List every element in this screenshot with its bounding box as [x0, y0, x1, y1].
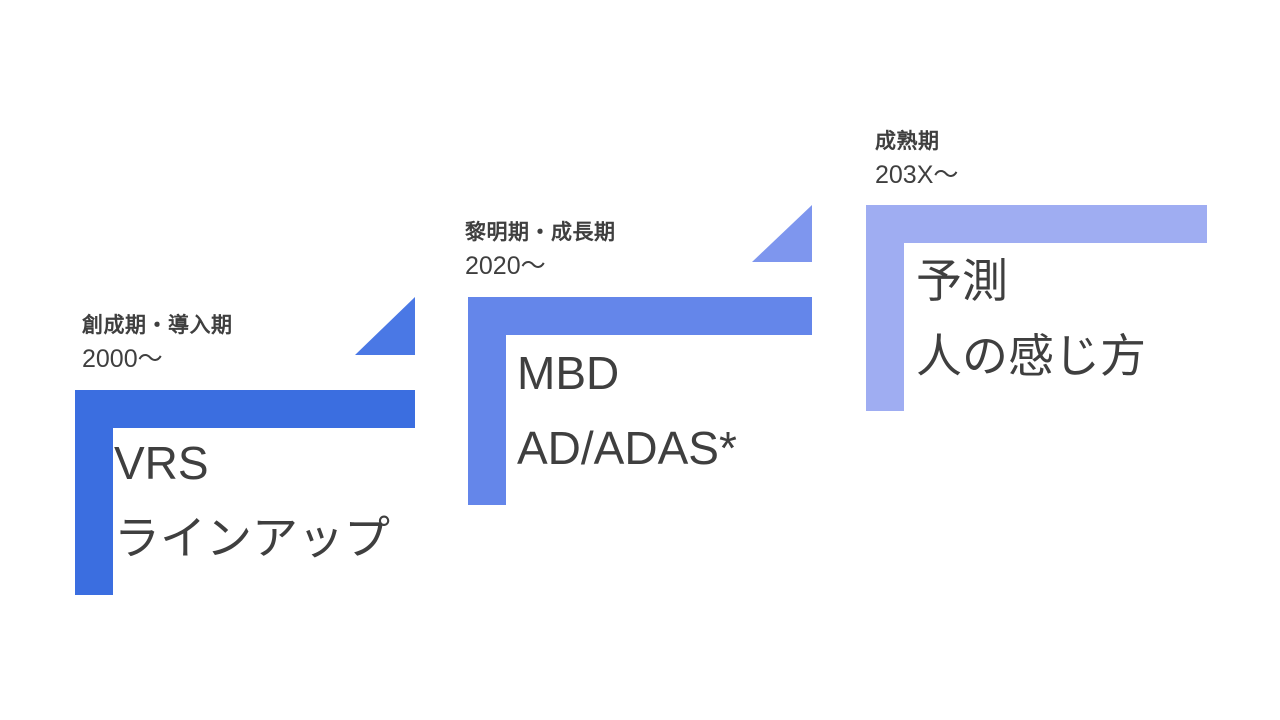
step-1-period-label: 2000〜 [82, 345, 163, 373]
step-2-label: 黎明期・成長期 2020〜 [465, 216, 616, 282]
step-2-content-line-1: MBD [517, 347, 620, 399]
step-1-content-line-1: VRS [114, 437, 209, 489]
step-3-content-line-1: 予測 [916, 255, 1008, 307]
step-2-bracket-shape [468, 297, 812, 505]
step-3-phase-label: 成熟期 [875, 130, 940, 153]
step-2-phase-label: 黎明期・成長期 [465, 221, 616, 244]
step-3-label: 成熟期 203X〜 [875, 125, 958, 191]
step-1-content: VRS ラインアップ [114, 426, 390, 576]
step-1-phase-label: 創成期・導入期 [82, 314, 233, 337]
step-3-bracket-shape [866, 205, 1207, 411]
up-right-arrow-icon [752, 205, 812, 262]
up-right-arrow-icon [355, 297, 415, 355]
step-1-bracket-shape [75, 390, 415, 595]
step-2-content-line-2: AD/ADAS* [517, 422, 737, 474]
step-2-content: MBD AD/ADAS* [517, 336, 737, 486]
step-3-period-label: 203X〜 [875, 161, 959, 189]
step-1-content-line-2: ラインアップ [114, 512, 390, 564]
step-2-period-label: 2020〜 [465, 252, 546, 280]
step-1-label: 創成期・導入期 2000〜 [82, 309, 233, 375]
step-3-content-line-2: 人の感じ方 [916, 330, 1146, 382]
step-3-content: 予測 人の感じ方 [916, 244, 1146, 394]
